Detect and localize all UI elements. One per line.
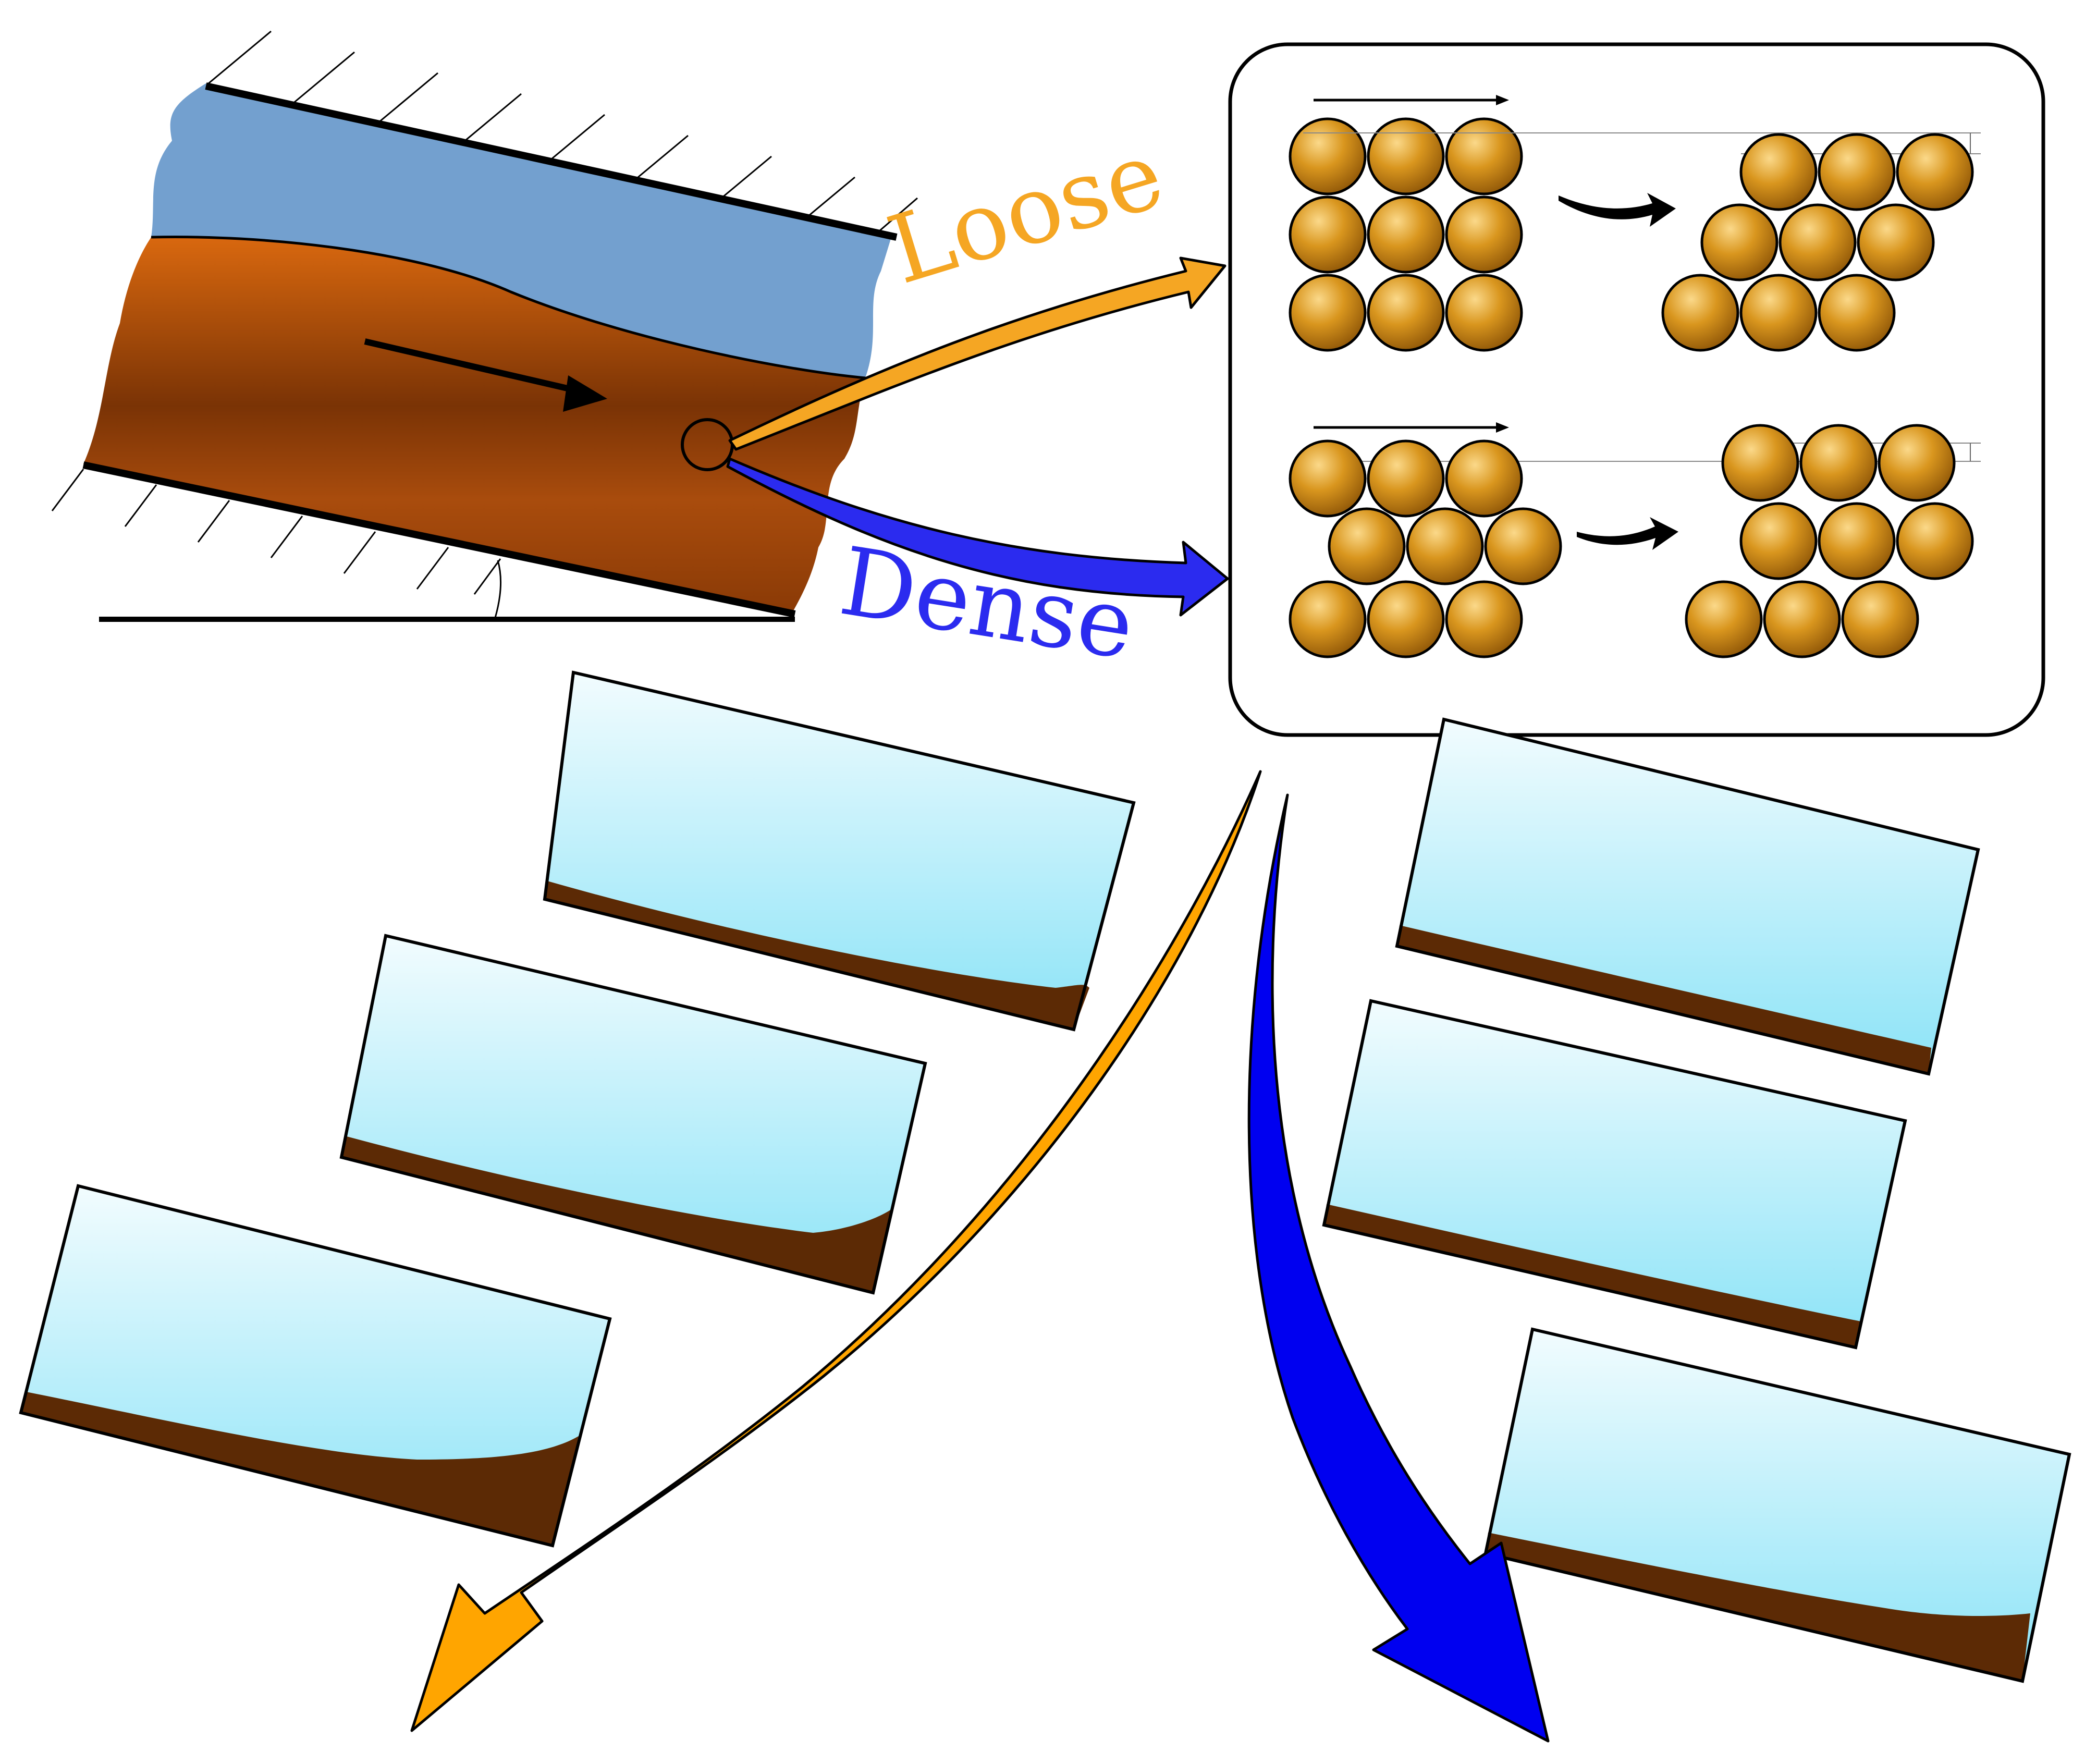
loose-outcome-panel-2: [339, 934, 927, 1295]
dense-outcome-arrow: [1247, 793, 1550, 1743]
dense-packing-after: [1686, 425, 1981, 657]
loose-packing-before: [1290, 95, 1522, 350]
loose-transition-arrow: [1559, 193, 1676, 227]
dense-outcome-panel-3: [1483, 1327, 2071, 1683]
dense-outcome-panel-1: [1395, 717, 1980, 1076]
flow-direction-arrow: [364, 338, 607, 412]
incline-angle-arc: [494, 560, 501, 618]
dense-outcome-panel-2: [1322, 999, 1907, 1350]
lower-wall: [82, 461, 796, 618]
water-slurry-interface: [151, 235, 866, 379]
granular-layer: [83, 237, 865, 613]
lower-wall-hatching: [51, 469, 501, 595]
loose-outcome-panel-1: [543, 670, 1136, 1032]
upper-wall: [205, 82, 898, 241]
packing-inset-box: [1228, 42, 2045, 737]
dense-branch-arrow: [726, 457, 1229, 617]
inclined-channel: [51, 30, 918, 622]
dense-transition-arrow: [1577, 517, 1678, 550]
loose-branch-arrow: [728, 256, 1227, 451]
loose-label: Loose: [876, 120, 1175, 305]
loose-packing-after: [1303, 132, 1981, 350]
loose-outcome-panel-3: [19, 1184, 612, 1548]
dense-label: Dense: [833, 527, 1141, 681]
loose-outcome-arrow: [410, 770, 1262, 1732]
water-layer: [151, 83, 891, 378]
